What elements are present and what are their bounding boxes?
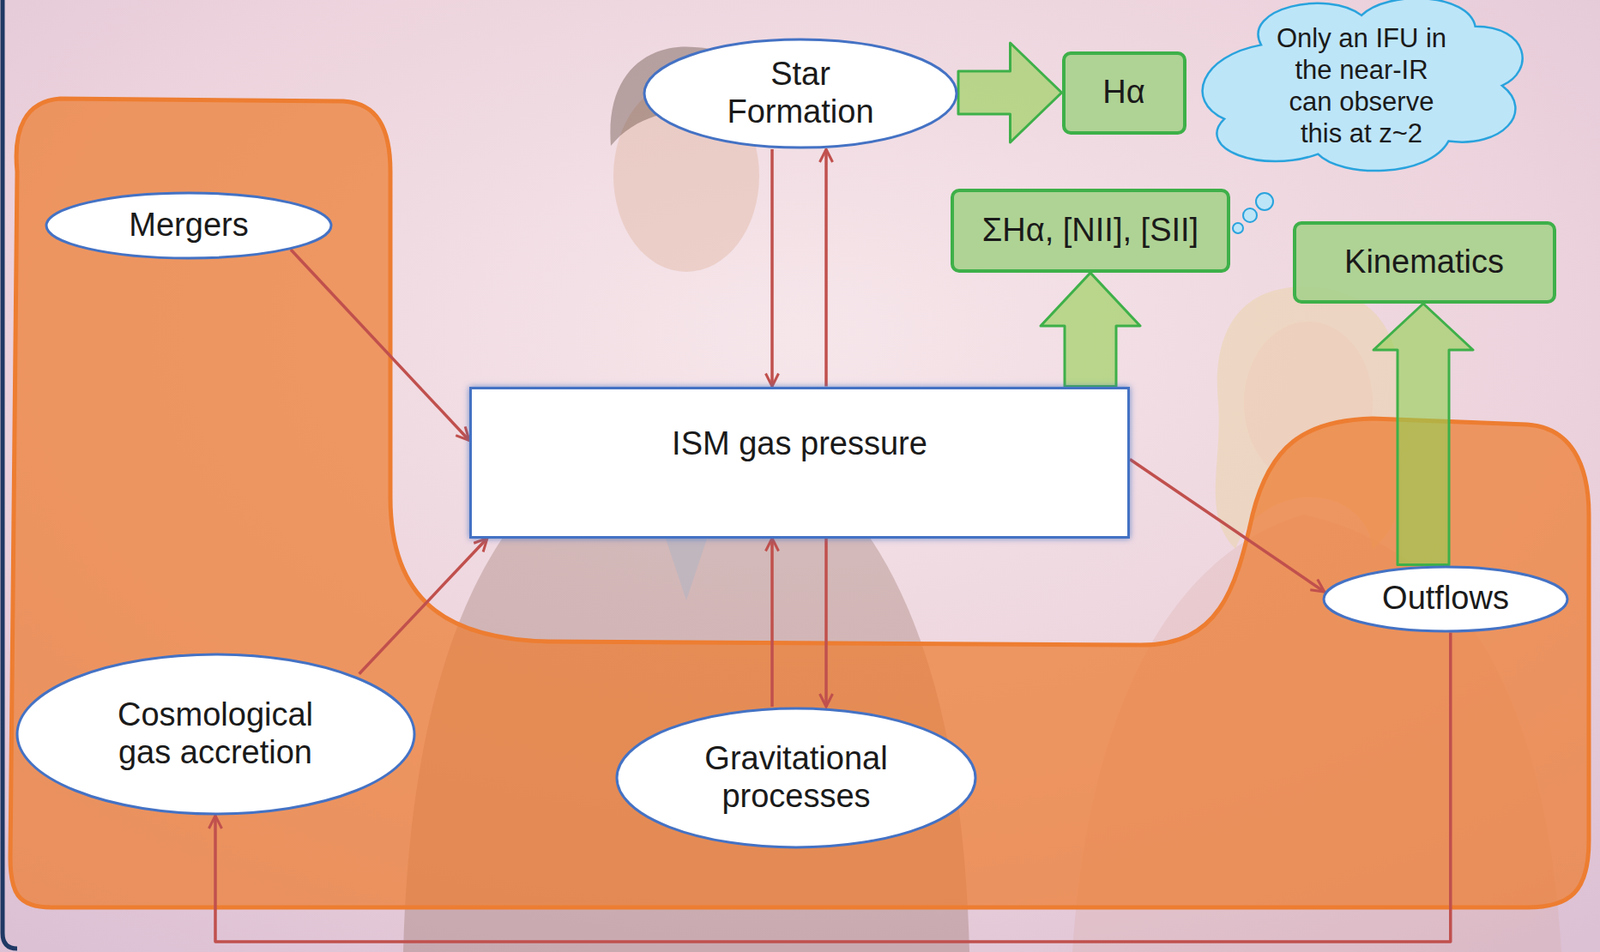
process-arrow bbox=[290, 249, 470, 441]
observable-box: ΣHα, [NII], [SII] bbox=[950, 188, 1231, 273]
cloud-shape bbox=[1202, 0, 1523, 171]
thought-bubble bbox=[1243, 208, 1257, 223]
observable-arrow bbox=[958, 42, 1063, 143]
process-ellipse: Mergers bbox=[44, 191, 333, 260]
process-arrow bbox=[824, 149, 828, 387]
node-label: Only an IFU in the near-IR can observe t… bbox=[1273, 22, 1450, 151]
node-label: ISM gas pressure bbox=[671, 425, 928, 464]
observable-box: Kinematics bbox=[1292, 221, 1557, 304]
process-ellipse: Outflows bbox=[1322, 565, 1570, 634]
process-arrow bbox=[770, 149, 774, 387]
node-label: Outflows bbox=[1382, 579, 1510, 618]
process-arrow bbox=[824, 538, 828, 708]
thought-bubble bbox=[1232, 223, 1244, 234]
node-label: Cosmological gas accretion bbox=[112, 696, 319, 772]
process-arrow bbox=[215, 633, 1451, 943]
node-label: Star Formation bbox=[714, 55, 887, 131]
node-label: Kinematics bbox=[1344, 243, 1504, 282]
node-label: Hα bbox=[1102, 73, 1145, 112]
process-ellipse: Cosmological gas accretion bbox=[15, 652, 417, 816]
thought-cloud: Only an IFU in the near-IR can observe t… bbox=[1194, 0, 1529, 179]
node-label: Mergers bbox=[128, 206, 248, 245]
thought-bubble bbox=[1255, 193, 1274, 211]
ellipse-shape bbox=[644, 39, 957, 148]
observable-arrow bbox=[1373, 303, 1474, 566]
process-arrow bbox=[359, 538, 488, 675]
pressure-box: ISM gas pressure bbox=[469, 386, 1130, 539]
ellipse-shape bbox=[17, 654, 415, 815]
process-arrow bbox=[770, 538, 774, 708]
process-ellipse: Gravitational processes bbox=[615, 706, 978, 850]
node-label: Gravitational processes bbox=[693, 740, 900, 816]
ellipse-shape bbox=[46, 193, 332, 259]
orange-region bbox=[10, 98, 1589, 908]
observable-arrow bbox=[1040, 272, 1141, 387]
process-ellipse: Star Formation bbox=[642, 37, 959, 150]
process-arrow bbox=[1129, 458, 1325, 592]
frame-border bbox=[2, 0, 18, 949]
node-label: ΣHα, [NII], [SII] bbox=[982, 211, 1199, 250]
observable-box: Hα bbox=[1062, 51, 1187, 135]
ellipse-shape bbox=[1323, 567, 1568, 632]
ellipse-shape bbox=[616, 708, 976, 848]
